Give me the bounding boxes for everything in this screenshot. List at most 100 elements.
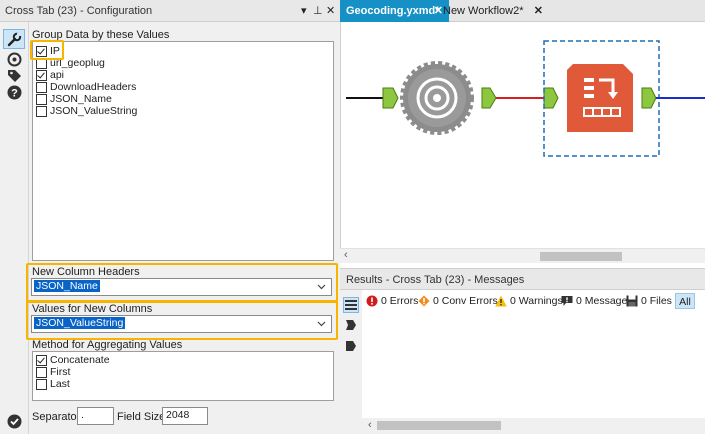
new-column-headers-value: JSON_Name (34, 280, 100, 292)
workflow-diagram (346, 40, 705, 157)
config-side-toolbar: ? (0, 22, 29, 434)
results-filter-bar: 0 Errors 0 Conv Errors 0 Warnings 0 Mess… (362, 290, 705, 312)
scroll-left-icon[interactable]: ‹ (344, 249, 348, 261)
scroll-left-icon[interactable]: ‹ (368, 419, 372, 431)
aggregation-concatenate[interactable]: Concatenate (36, 354, 110, 366)
new-column-headers-select[interactable]: JSON_Name (31, 278, 332, 296)
canvas-horizontal-scrollbar[interactable]: ‹ (340, 248, 705, 263)
checkbox-json-valuestring[interactable] (36, 105, 47, 117)
checkbox-concatenate[interactable] (36, 354, 47, 366)
checkbox-download-headers[interactable] (36, 81, 47, 93)
scroll-thumb[interactable] (540, 252, 622, 261)
chevron-down-icon (317, 321, 326, 327)
group-field-download-headers[interactable]: DownloadHeaders (36, 81, 136, 93)
scroll-thumb[interactable] (377, 421, 501, 430)
svg-text:?: ? (11, 88, 18, 100)
workflow-canvas[interactable] (340, 22, 705, 262)
group-by-listbox[interactable]: IP url_geoplug api DownloadHeaders JSON_… (32, 41, 334, 261)
ip-highlight-box (30, 40, 64, 60)
method-label: Concatenate (50, 354, 110, 366)
files-filter[interactable]: 0 Files (626, 294, 672, 308)
separator-label: Separator: (32, 411, 84, 423)
field-label: api (50, 69, 65, 81)
input-anchor (543, 87, 559, 109)
messages-count: 0 Messages (576, 295, 633, 307)
errors-count: 0 Errors (381, 295, 419, 307)
results-horizontal-scrollbar[interactable]: ‹ (362, 418, 705, 434)
config-panel-header: Cross Tab (23) - Configuration ▾ ⊥ ✕ (0, 0, 340, 22)
conv-errors-count: 0 Conv Errors (433, 295, 498, 307)
close-icon[interactable]: ✕ (326, 5, 336, 17)
input-anchor (382, 87, 399, 109)
field-label: JSON_ValueString (50, 105, 138, 117)
checkbox-last[interactable] (36, 378, 47, 390)
values-for-new-columns-label: Values for New Columns (32, 303, 153, 315)
wrench-icon (7, 32, 22, 47)
tag-icon[interactable] (6, 67, 23, 84)
results-panel-title: Results - Cross Tab (23) - Messages (346, 274, 525, 286)
checkbox-first[interactable] (36, 366, 47, 378)
help-icon[interactable]: ? (6, 84, 23, 101)
output-anchor (641, 87, 657, 109)
target-icon[interactable] (6, 51, 23, 68)
dropdown-arrow-icon[interactable]: ▾ (301, 5, 307, 17)
all-filter-button[interactable]: All (675, 293, 695, 309)
field-size-label: Field Size: (117, 411, 169, 423)
message-icon (561, 296, 573, 306)
pin-icon[interactable]: ⊥ (313, 5, 323, 17)
field-size-input[interactable]: 2048 (162, 407, 208, 425)
values-for-new-columns-select[interactable]: JSON_ValueString (31, 315, 332, 333)
checkbox-api[interactable] (36, 69, 47, 81)
close-icon[interactable]: ✕ (533, 5, 543, 17)
download-tool-icon (400, 61, 474, 135)
input-anchor-icon[interactable] (345, 319, 357, 331)
aggregation-listbox[interactable]: Concatenate First Last (32, 351, 334, 401)
aggregation-first[interactable]: First (36, 366, 70, 378)
values-for-new-columns-value: JSON_ValueString (34, 317, 126, 329)
warnings-filter[interactable]: 0 Warnings (495, 294, 563, 308)
group-field-api[interactable]: api (36, 69, 64, 81)
warning-icon (495, 295, 507, 307)
group-field-ip[interactable]: IP (36, 45, 60, 57)
tab-label: Geocoding.yxmd* (346, 5, 440, 17)
wrench-button[interactable] (3, 29, 25, 49)
tab-label: New Workflow2* (443, 5, 524, 17)
close-icon[interactable]: ✕ (433, 5, 443, 17)
values-for-new-columns-highlight (26, 300, 338, 340)
aggregation-last[interactable]: Last (36, 378, 70, 390)
field-label: IP (50, 45, 60, 57)
checkbox-json-name[interactable] (36, 93, 47, 105)
field-label: url_geoplug (50, 57, 105, 69)
checkbox-ip[interactable] (36, 45, 47, 57)
files-count: 0 Files (641, 295, 672, 307)
group-field-json-valuestring[interactable]: JSON_ValueString (36, 105, 137, 117)
messages-view-button[interactable] (343, 297, 359, 313)
results-panel-header: Results - Cross Tab (23) - Messages (340, 268, 705, 290)
check-icon[interactable] (6, 413, 23, 430)
error-icon (366, 295, 378, 307)
config-panel-body: Group Data by these Values IP url_geoplu… (26, 22, 340, 434)
list-icon (345, 300, 357, 310)
chevron-down-icon (317, 284, 326, 290)
aggregation-label: Method for Aggregating Values (32, 339, 183, 351)
new-column-headers-label: New Column Headers (32, 266, 140, 278)
config-panel-title: Cross Tab (23) - Configuration (5, 5, 153, 17)
crosstab-tool-icon (567, 64, 633, 132)
new-column-headers-highlight (26, 263, 338, 303)
method-label: Last (50, 378, 70, 390)
conv-errors-filter[interactable]: 0 Conv Errors (418, 294, 498, 308)
conversion-error-icon (418, 295, 430, 307)
tab-new-workflow2[interactable]: New Workflow2* ✕ (437, 0, 549, 22)
group-field-json-name[interactable]: JSON_Name (36, 93, 112, 105)
method-label: First (50, 366, 71, 378)
tab-geocoding[interactable]: Geocoding.yxmd* ✕ (340, 0, 449, 22)
messages-filter[interactable]: 0 Messages (561, 294, 633, 308)
errors-filter[interactable]: 0 Errors (366, 294, 418, 308)
output-anchor-icon[interactable] (345, 340, 357, 352)
results-side-toolbar (340, 290, 362, 434)
output-anchor (481, 87, 497, 109)
separator-input[interactable]: . (77, 407, 114, 425)
group-by-label: Group Data by these Values (32, 29, 170, 41)
warnings-count: 0 Warnings (510, 295, 563, 307)
results-message-list[interactable] (362, 312, 705, 420)
